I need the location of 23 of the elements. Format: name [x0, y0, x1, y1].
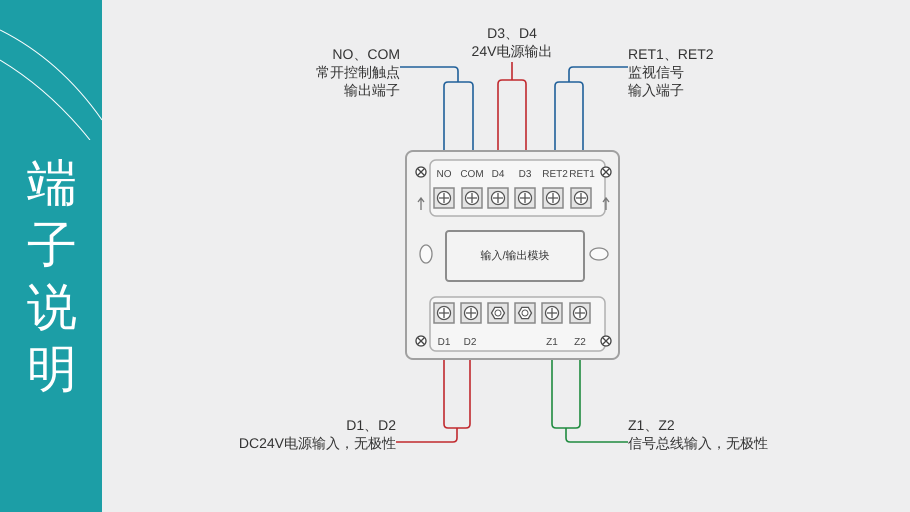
- callout-text: Z1、Z2 信号总线输入，无极性: [628, 416, 798, 452]
- terminal-label: COM: [460, 168, 484, 182]
- terminal-label: RET2: [542, 168, 568, 182]
- wire: [551, 359, 629, 443]
- label-panel: 输入/输出模块: [445, 230, 585, 282]
- terminal-label: Z2: [574, 336, 586, 350]
- wire: [399, 66, 474, 151]
- terminal-label: D1: [438, 336, 450, 350]
- title: 端子说明: [27, 154, 78, 399]
- callout-text: D3、D4 24V电源输出: [457, 24, 567, 60]
- wire: [554, 66, 629, 151]
- terminal-label: RET1: [569, 168, 595, 182]
- terminal-label: Z1: [546, 336, 558, 350]
- terminal-label: D4: [492, 168, 504, 182]
- callout-text: NO、COM 常开控制触点输出端子: [312, 45, 400, 99]
- terminal-label: NO: [436, 168, 452, 182]
- wire: [497, 61, 527, 151]
- module-body: [405, 150, 620, 360]
- callout-text: D1、D2 DC24V电源输入，无极性: [230, 416, 396, 452]
- terminal-label: D2: [464, 336, 476, 350]
- callout-text: RET1、RET2 监视信号输入端子: [628, 45, 718, 99]
- terminal-label: D3: [518, 168, 532, 182]
- wire: [395, 359, 471, 443]
